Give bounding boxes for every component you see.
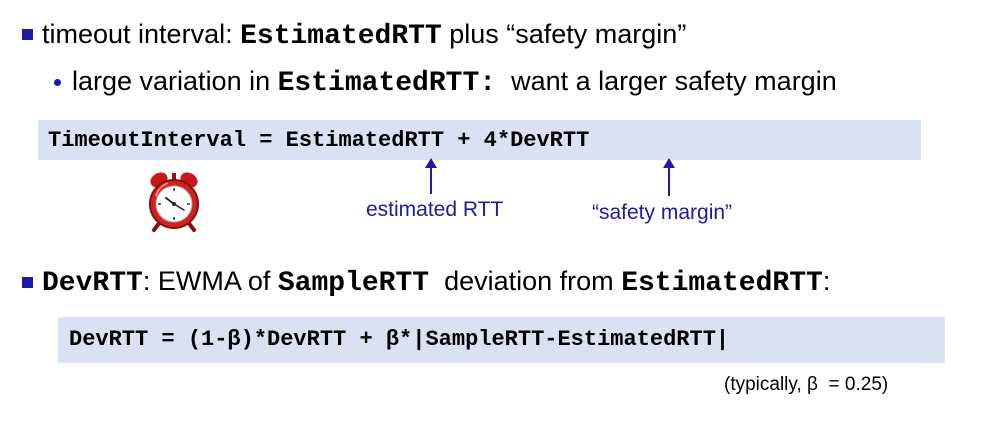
timeout-formula: TimeoutInterval = EstimatedRTT + 4*DevRT… [48, 128, 590, 153]
bullet1-prefix: timeout interval: [42, 19, 241, 49]
annotation-safety-margin: “safety margin” [592, 201, 733, 224]
bullet2-suffix: want a larger safety margin [496, 66, 837, 96]
bullet3-suffix: : [822, 266, 831, 296]
bullet3-term: DevRTT [42, 268, 143, 299]
bullet-timeout-interval: timeout interval: EstimatedRTT plus “saf… [42, 14, 686, 57]
bullet-devrtt: DevRTT: EWMA of SampleRTT deviation from… [42, 261, 830, 304]
arrow-line-estimated [430, 166, 432, 194]
bullet3-term2: SampleRTT [277, 268, 430, 299]
devrtt-formula: DevRTT = (1-β)*DevRTT + β*|SampleRTT-Est… [69, 327, 730, 352]
arrow-up-icon [425, 158, 437, 168]
bullet2-prefix: large variation in [72, 66, 278, 96]
bullet1-suffix: plus “safety margin” [441, 19, 687, 49]
bullet3-middle: : EWMA of [142, 266, 278, 296]
annotation-estimated-rtt: estimated RTT [366, 198, 504, 221]
bullet-large-variation: large variation in EstimatedRTT: want a … [72, 61, 837, 104]
devrtt-formula-box [58, 317, 945, 363]
arrow-up-icon [663, 158, 675, 168]
alarm-clock-icon [146, 170, 202, 232]
bullet1-term: EstimatedRTT [240, 21, 442, 52]
bullet-square-icon [22, 277, 33, 288]
bullet-dot-icon [54, 79, 61, 86]
beta-note: (typically, β = 0.25) [724, 374, 889, 395]
timeout-formula-box [38, 120, 921, 160]
bullet2-term: EstimatedRTT: [277, 68, 497, 99]
arrow-line-safety [668, 166, 670, 196]
bullet-square-icon [22, 29, 33, 40]
bullet3-term3: EstimatedRTT [621, 268, 823, 299]
bullet3-middle2: deviation from [429, 266, 622, 296]
